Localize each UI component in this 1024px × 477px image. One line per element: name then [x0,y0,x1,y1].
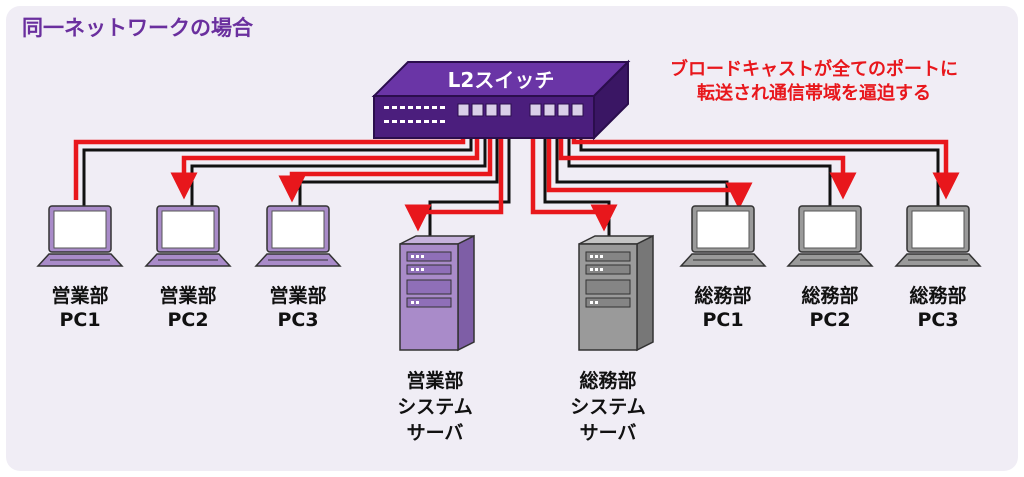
broadcast-note-line1: ブロードキャストが全てのポートに [670,59,958,80]
laptop-sales-pc2 [144,205,232,267]
server-sales [399,234,475,352]
label-sales-server-line3: サーバ [406,422,464,444]
label-general-server-dept: 総務部 [579,370,637,392]
broadcast-note: ブロードキャストが全てのポートに 転送され通信帯域を逼迫する [640,58,988,106]
broadcast-to-sales-server [404,120,504,232]
laptop-sales-pc3 [254,205,342,267]
label-general-pc3-name: PC3 [917,309,959,331]
diagram-title: 同一ネットワークの場合 [22,16,253,40]
label-sales-pc1-name: PC1 [59,309,101,331]
broadcast-to-sales-pc3 [278,120,493,203]
switch-ports [457,103,584,117]
l2-switch: L2スイッチ [371,59,631,141]
broadcast-to-general-pc1 [546,120,753,210]
label-sales-pc1: 営業部 PC1 [40,284,120,332]
laptop-general-pc3 [894,205,982,267]
label-sales-server-dept: 営業部 [406,370,464,392]
label-sales-pc1-dept: 営業部 [51,285,109,307]
switch-port-leds [384,106,445,123]
label-general-pc2-dept: 総務部 [801,285,859,307]
label-general-server: 総務部 システム サーバ [558,368,658,446]
laptop-general-pc1 [679,205,767,267]
label-general-pc1: 総務部 PC1 [683,284,763,332]
label-sales-server: 営業部 システム サーバ [385,368,485,446]
label-sales-pc3-dept: 営業部 [269,285,327,307]
label-general-server-line2: システム [570,396,646,418]
laptop-general-pc2 [786,205,874,267]
label-general-pc3: 総務部 PC3 [898,284,978,332]
laptop-sales-pc1 [36,205,124,267]
switch-front [373,95,595,139]
label-general-pc2: 総務部 PC2 [790,284,870,332]
switch-label: L2スイッチ [448,68,555,92]
broadcast-to-general-server [530,120,618,232]
label-sales-pc3: 営業部 PC3 [258,284,338,332]
label-sales-pc2-name: PC2 [167,309,209,331]
background-panel [6,6,1018,471]
label-general-pc2-name: PC2 [809,309,851,331]
broadcast-note-line2: 転送され通信帯域を逼迫する [697,83,931,104]
label-general-server-line3: サーバ [579,422,637,444]
label-general-pc1-dept: 総務部 [694,285,752,307]
label-sales-pc2-dept: 営業部 [159,285,217,307]
label-sales-pc3-name: PC3 [277,309,319,331]
label-general-pc3-dept: 総務部 [909,285,967,307]
label-sales-server-line2: システム [397,396,473,418]
label-general-pc1-name: PC1 [702,309,744,331]
label-sales-pc2: 営業部 PC2 [148,284,228,332]
server-general [578,234,654,352]
